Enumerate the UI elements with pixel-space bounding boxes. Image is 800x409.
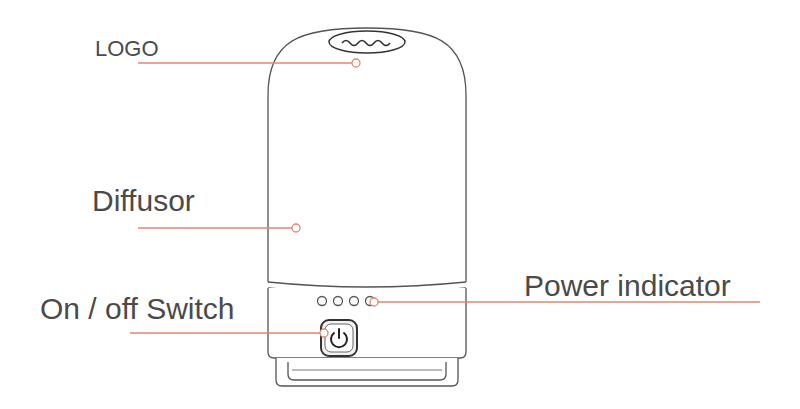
power-button	[321, 320, 357, 356]
part-label: Diffusor	[92, 186, 195, 216]
part-label: LOGO	[95, 38, 159, 60]
part-label: On / off Switch	[40, 294, 235, 324]
device-body	[268, 28, 466, 386]
logo-mark	[342, 41, 390, 46]
indicator-dots	[318, 297, 375, 306]
part-label: Power indicator	[524, 271, 731, 301]
